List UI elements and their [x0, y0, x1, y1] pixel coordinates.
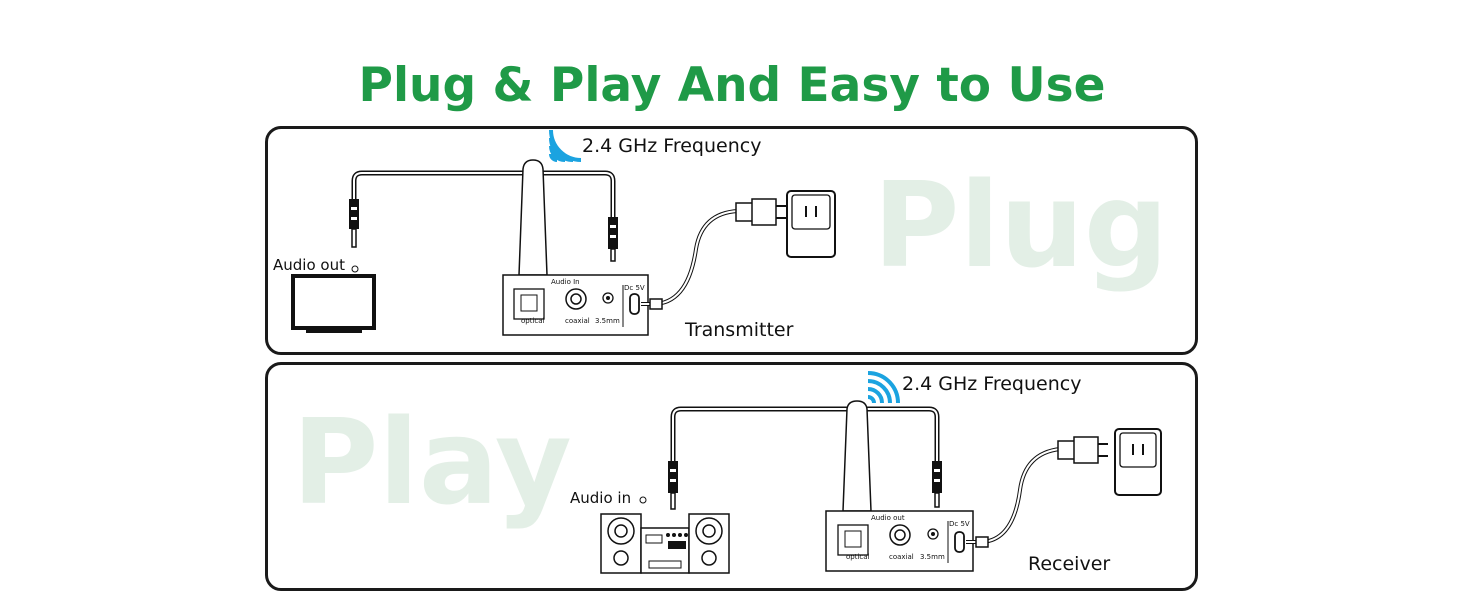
wall-outlet-icon [1114, 428, 1162, 496]
35mm-port-label: 3.5mm [595, 317, 620, 325]
stereo-system-icon [600, 513, 730, 574]
transmitter-panel: Plug [265, 126, 1198, 355]
wifi-signal-icon [549, 129, 582, 162]
device-label: Receiver [1028, 553, 1111, 575]
power-adapter-icon [735, 198, 786, 226]
play-watermark: Play [292, 393, 572, 531]
power-port-label: Dc 5V [624, 284, 645, 292]
power-port-label: Dc 5V [949, 520, 970, 528]
plug-watermark: Plug [873, 156, 1169, 294]
port-header-label: Audio In [551, 278, 580, 286]
audio-jack-plug-icon [349, 199, 359, 248]
audio-out-label: Audio out [273, 256, 345, 274]
wifi-signal-icon [867, 371, 900, 404]
35mm-port-label: 3.5mm [920, 553, 945, 561]
optical-port-label: optical [521, 317, 545, 325]
antenna-icon [842, 400, 872, 512]
audio-jack-plug-icon [668, 461, 678, 510]
receiver-device-icon [825, 510, 974, 572]
coaxial-port-label: coaxial [889, 553, 914, 561]
port-header-label: Audio out [871, 514, 905, 522]
optical-port-label: optical [846, 553, 870, 561]
power-adapter-icon [1057, 436, 1108, 464]
transmitter-diagram [291, 129, 836, 336]
audio-in-label: Audio in [570, 489, 632, 507]
page-headline: Plug & Play And Easy to Use [358, 58, 1106, 113]
audio-jack-plug-icon [608, 217, 618, 262]
coaxial-port-label: coaxial [565, 317, 590, 325]
receiver-panel: Play [265, 362, 1198, 591]
receiver-diagram [600, 371, 1162, 574]
tv-icon [291, 274, 376, 333]
wall-outlet-icon [786, 190, 836, 258]
frequency-label: 2.4 GHz Frequency [582, 135, 762, 157]
device-label: Transmitter [685, 319, 794, 341]
audio-jack-plug-icon [932, 461, 942, 508]
antenna-icon [518, 159, 548, 276]
transmitter-device-icon [502, 274, 649, 336]
frequency-label: 2.4 GHz Frequency [902, 373, 1082, 395]
